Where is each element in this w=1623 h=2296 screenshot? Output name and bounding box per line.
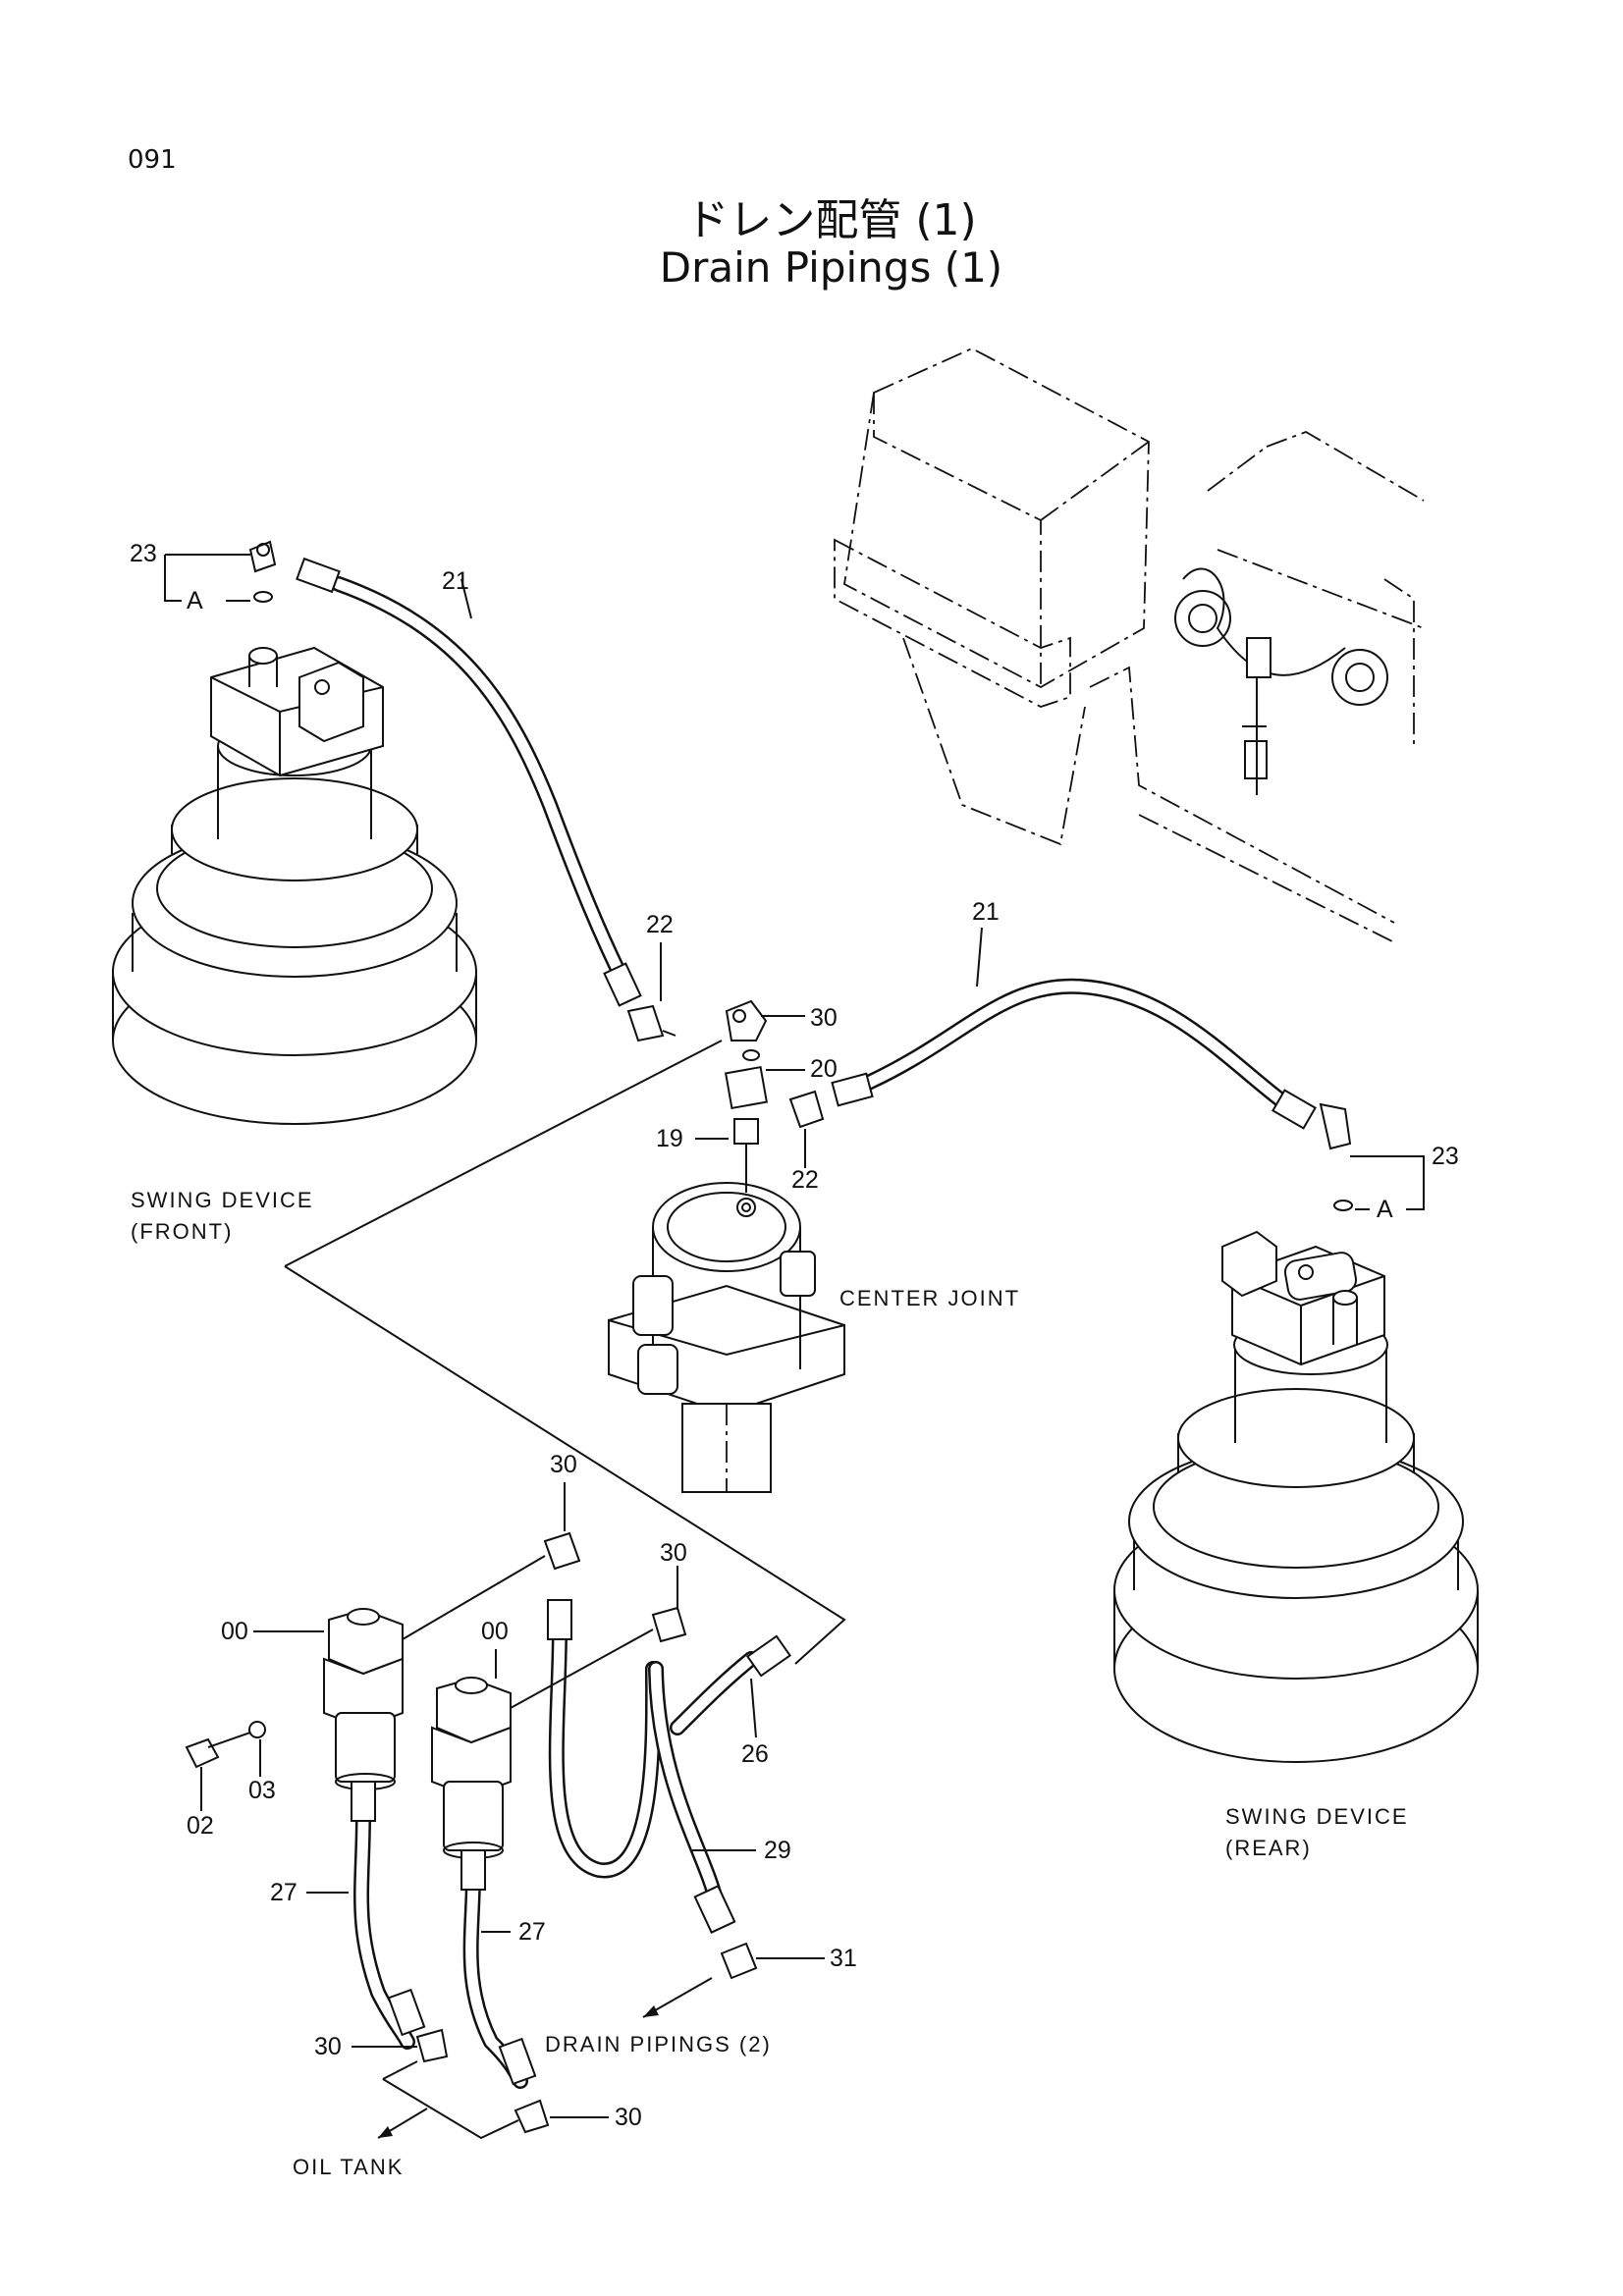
part-number-21-rear: 21 — [972, 898, 1000, 926]
lower-hoses-drawing — [351, 1531, 792, 2134]
leader-lines — [164, 554, 1425, 2140]
filters-drawing — [185, 1608, 512, 1859]
label-center-joint: CENTER JOINT — [839, 1286, 1020, 1310]
part-number-00-a: 00 — [221, 1618, 248, 1645]
label-swing-device-front-sub: (FRONT) — [131, 1219, 233, 1244]
part-number-30-c: 30 — [314, 2033, 342, 2060]
part-number-30-a: 30 — [550, 1451, 577, 1478]
upper-frame-drawing — [834, 347, 1425, 943]
center-fittings-drawing — [724, 999, 825, 1193]
part-number-23-rear: 23 — [1432, 1143, 1459, 1170]
page-number: 091 — [128, 145, 177, 175]
part-number-22-top: 22 — [646, 911, 674, 938]
part-number-23-front: 23 — [130, 540, 157, 567]
swing-device-rear-drawing — [1113, 1230, 1479, 1763]
title-japanese: ドレン配管 (1) — [685, 195, 977, 245]
part-number-31: 31 — [830, 1945, 857, 1972]
hose-21-rear-drawing — [831, 978, 1353, 1211]
part-number-20: 20 — [810, 1055, 838, 1083]
swing-device-front-drawing — [112, 646, 477, 1125]
part-number-26: 26 — [741, 1740, 769, 1768]
part-number-29: 29 — [764, 1837, 791, 1864]
part-number-27-b: 27 — [518, 1918, 546, 1946]
label-swing-device-front: SWING DEVICE — [131, 1188, 314, 1212]
part-number-19: 19 — [656, 1125, 683, 1152]
part-number-03: 03 — [248, 1777, 276, 1804]
part-number-30-center: 30 — [810, 1004, 838, 1032]
label-swing-device-rear-sub: (REAR) — [1225, 1836, 1312, 1860]
center-joint-drawing — [608, 1182, 845, 1493]
label-swing-device-rear: SWING DEVICE — [1225, 1804, 1409, 1829]
ref-a-rear: A — [1377, 1196, 1393, 1223]
label-oil-tank: OIL TANK — [293, 2155, 404, 2179]
part-number-00-b: 00 — [481, 1618, 509, 1645]
part-number-02: 02 — [187, 1812, 214, 1840]
title-english: Drain Pipings (1) — [659, 243, 1003, 292]
hose-21-front-drawing — [248, 540, 676, 1042]
part-number-27-a: 27 — [270, 1879, 298, 1906]
part-number-30-d: 30 — [615, 2104, 642, 2131]
part-number-22-bottom: 22 — [791, 1166, 819, 1194]
label-drain-pipings-2: DRAIN PIPINGS (2) — [545, 2032, 772, 2056]
part-number-21-front: 21 — [442, 567, 469, 595]
part-number-30-b: 30 — [660, 1539, 687, 1567]
ref-a-front: A — [187, 587, 203, 614]
